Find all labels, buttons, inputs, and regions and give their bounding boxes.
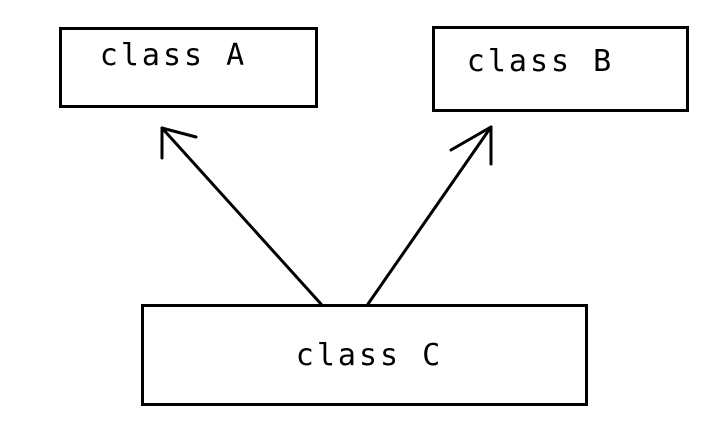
class-c-label: class C — [295, 337, 444, 373]
arrow-c-to-a-head — [160, 126, 198, 160]
class-a-box: class A — [59, 27, 318, 108]
class-c-box: class C — [141, 304, 588, 406]
arrow-c-to-b-line — [366, 125, 493, 306]
class-a-label: class A — [99, 38, 248, 73]
class-b-label: class B — [466, 43, 615, 79]
class-b-box: class B — [432, 26, 689, 112]
arrow-c-to-a-line — [160, 126, 323, 306]
arrow-c-to-b-head — [449, 125, 493, 166]
